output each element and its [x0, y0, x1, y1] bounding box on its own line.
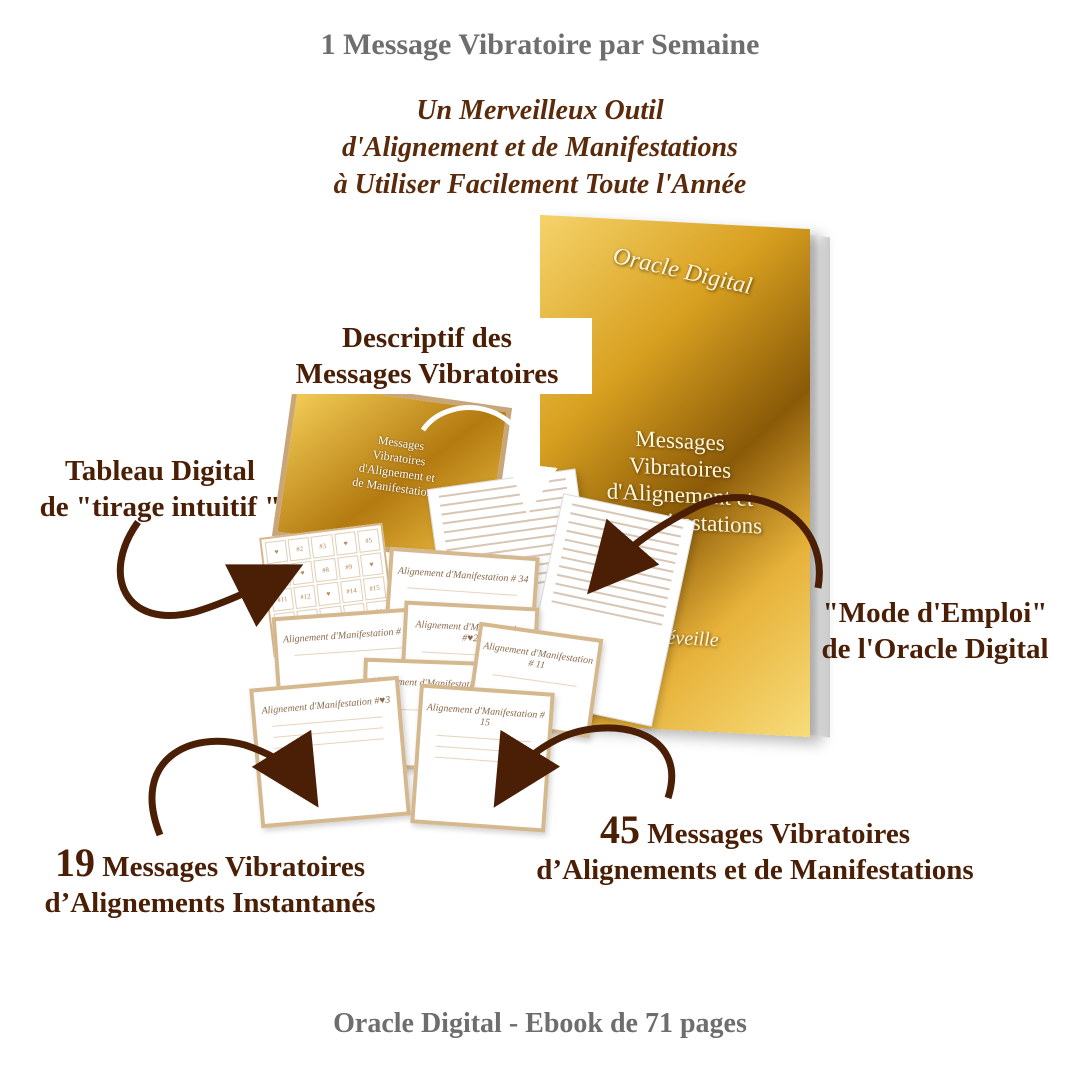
label-alignements: 45 Messages Vibratoires d’Alignements et… — [536, 807, 974, 887]
arrow-alignements — [493, 724, 676, 808]
subtitle-line-1: Un Merveilleux Outil — [416, 95, 664, 126]
label-tableau: Tableau Digital de "tirage intuitif " — [39, 455, 281, 523]
arrow-tableau — [116, 519, 304, 627]
label-instantanes: 19 Messages Vibratoires d’Alignements In… — [44, 840, 376, 920]
subtitle-line-2: d'Alignement et de Manifestations — [342, 132, 738, 163]
arrow-instantanes — [148, 729, 319, 837]
label-mode-emploi: "Mode d'Emploi" de l'Oracle Digital — [821, 597, 1049, 665]
footer-text: Oracle Digital - Ebook de 71 pages — [333, 1008, 747, 1039]
page-title: 1 Message Vibratoire par Semaine — [320, 28, 760, 61]
label-descriptif: Descriptif des Messages Vibratoires — [262, 318, 592, 394]
subtitle: Un Merveilleux Outil d'Alignement et de … — [0, 92, 1080, 203]
arrow-descriptif — [420, 405, 558, 515]
subtitle-line-3: à Utiliser Facilement Toute l'Année — [333, 169, 747, 200]
arrow-mode-emploi — [587, 494, 823, 595]
